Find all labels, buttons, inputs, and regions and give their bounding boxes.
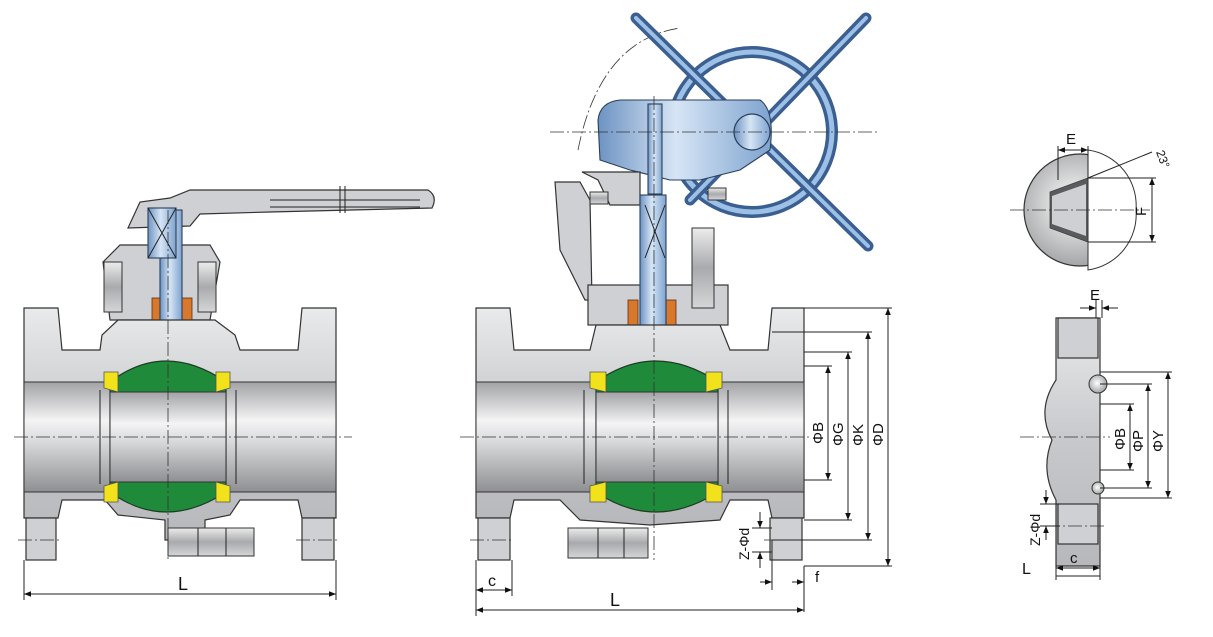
flange-c-label: c (1070, 550, 1078, 567)
mid-c-label: c (488, 573, 496, 590)
detail-angle-label: 23° (1153, 148, 1172, 170)
bevel-detail-view: E F 23° (1010, 131, 1173, 271)
mid-phiG-label: ΦG (830, 422, 847, 446)
flange-phiP-label: ΦP (1130, 430, 1147, 452)
flange-zphid-label: Z-Φd (1027, 514, 1043, 546)
mid-phiD-label: ΦD (870, 423, 887, 446)
lever-valve-view: L (14, 186, 435, 600)
flange-detail-view: E ΦB ΦP ΦY Z-Φd c L (1020, 287, 1172, 580)
detail-E-label: E (1066, 131, 1076, 148)
mid-phiK-label: ΦK (850, 424, 867, 446)
gear-valve-view: ΦB ΦG ΦK ΦD Z-Φd f c L (460, 12, 892, 616)
gearbox (597, 99, 772, 181)
mid-f-label: f (815, 569, 820, 586)
mid-zphid-label: Z-Φd (736, 528, 752, 560)
left-L-label: L (178, 574, 188, 594)
flange-E-label: E (1090, 287, 1100, 304)
mid-phiB-label: ΦB (810, 422, 827, 444)
flange-phiY-label: ΦY (1150, 430, 1167, 452)
flange-L-label: L (1022, 561, 1031, 578)
detail-F-label: F (1133, 207, 1150, 216)
mid-L-label: L (610, 590, 620, 610)
flange-phiB-label: ΦB (1112, 428, 1129, 450)
